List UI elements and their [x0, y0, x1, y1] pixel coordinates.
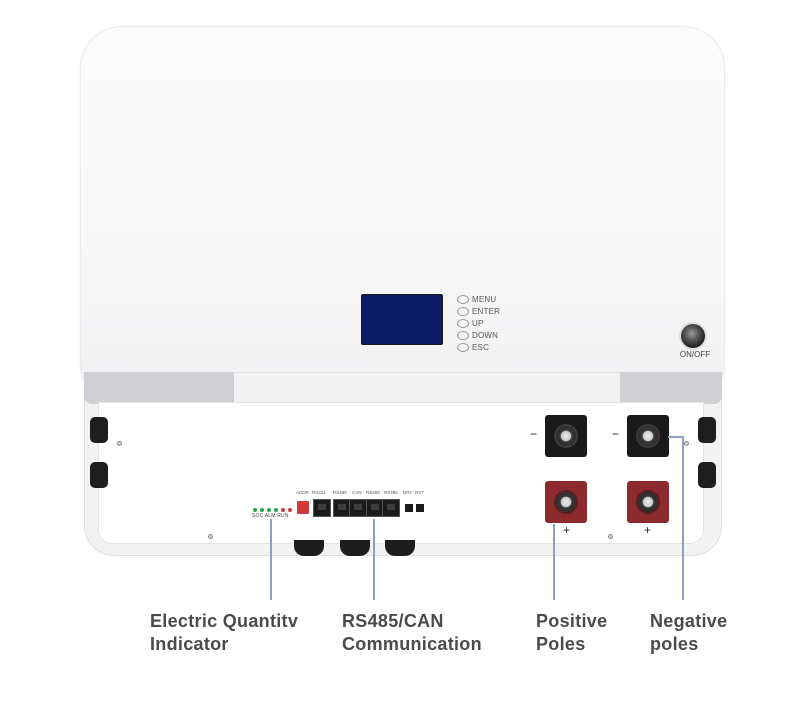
- button-dot-icon: [457, 306, 469, 316]
- soc-led-icon: [253, 508, 257, 512]
- port-label-rst: RST: [415, 490, 424, 495]
- led-caption: SOC ALM RUN: [252, 513, 289, 519]
- down-button[interactable]: DOWN: [457, 329, 498, 341]
- port-label-rs485-2: RS485: [366, 490, 380, 495]
- connector-panel: [98, 402, 704, 544]
- callout-indicator: Electric Quantitv Indicator: [150, 610, 298, 656]
- negative-terminal-2[interactable]: [627, 415, 669, 457]
- cable-gland-icon: [294, 540, 324, 556]
- port-label-rs485: RS485: [333, 490, 347, 495]
- leader-line-positive: [553, 524, 555, 600]
- cable-gland-icon: [385, 540, 415, 556]
- terminal-ring-icon: [638, 492, 658, 512]
- port-label-addr: ADDR: [296, 490, 309, 495]
- callout-negative-line1: Negative: [650, 611, 728, 631]
- enter-button-label: ENTER: [472, 306, 501, 316]
- soc-led-icon: [260, 508, 264, 512]
- power-button[interactable]: [681, 324, 705, 348]
- menu-button-label: MENU: [472, 294, 497, 304]
- cable-gland-icon: [340, 540, 370, 556]
- power-button-label: ON/OFF: [679, 350, 711, 359]
- leader-line-negative: [682, 436, 684, 600]
- down-button-label: DOWN: [472, 330, 499, 340]
- reset-button[interactable]: [416, 504, 424, 512]
- esc-button-label: ESC: [472, 342, 490, 352]
- terminal-ring-icon: [638, 426, 658, 446]
- dry-contact-port[interactable]: [405, 504, 413, 512]
- negative-sign-left: −: [530, 427, 538, 441]
- rs485-port-3[interactable]: [382, 499, 400, 517]
- button-dot-icon: [457, 330, 469, 340]
- terminal-ring-icon: [556, 426, 576, 446]
- callout-indicator-line1: Electric Quantitv: [150, 611, 299, 631]
- port-label-rs485-3: RS485: [384, 490, 398, 495]
- button-dot-icon: [457, 318, 469, 328]
- positive-terminal-2[interactable]: [627, 481, 669, 523]
- button-dot-icon: [457, 342, 469, 352]
- cable-gland-icon: [698, 417, 716, 443]
- callout-positive-line1: Positive: [536, 611, 608, 631]
- callout-negative: Negative poles: [650, 610, 727, 656]
- leader-line-indicator: [270, 519, 272, 600]
- negative-terminal-1[interactable]: [545, 415, 587, 457]
- screw-icon: [208, 534, 213, 539]
- leader-line-communication: [373, 519, 375, 600]
- base-groove-right: [620, 372, 722, 404]
- callout-indicator-line2: Indicator: [150, 634, 229, 654]
- up-button-label: UP: [472, 318, 484, 328]
- run-led-icon: [288, 508, 292, 512]
- up-button[interactable]: UP: [457, 317, 484, 329]
- cable-gland-icon: [90, 417, 108, 443]
- alarm-led-icon: [281, 508, 285, 512]
- button-dot-icon: [457, 294, 469, 304]
- base-groove-left: [84, 372, 234, 404]
- callout-negative-line2: poles: [650, 634, 699, 654]
- callout-communication-line2: Communication: [342, 634, 482, 654]
- soc-led-icon: [274, 508, 278, 512]
- lcd-display: [361, 294, 443, 345]
- screw-icon: [684, 441, 689, 446]
- callout-positive: Positive Poles: [536, 610, 607, 656]
- positive-terminal-1[interactable]: [545, 481, 587, 523]
- leader-line-negative-elbow: [668, 436, 682, 438]
- screw-icon: [117, 441, 122, 446]
- negative-sign-right: −: [612, 427, 620, 441]
- soc-led-icon: [267, 508, 271, 512]
- cable-gland-icon: [90, 462, 108, 488]
- enter-button[interactable]: ENTER: [457, 305, 500, 317]
- cable-gland-icon: [698, 462, 716, 488]
- port-label-dry: DRY: [403, 490, 413, 495]
- port-label-rs232: RS232: [312, 490, 326, 495]
- can-port[interactable]: [349, 499, 367, 517]
- port-label-can: CAN: [352, 490, 362, 495]
- rs232-port[interactable]: [313, 499, 331, 517]
- positive-sign-left: +: [563, 523, 571, 537]
- menu-button[interactable]: MENU: [457, 293, 496, 305]
- terminal-ring-icon: [556, 492, 576, 512]
- callout-communication-line1: RS485/CAN: [342, 611, 444, 631]
- esc-button[interactable]: ESC: [457, 341, 489, 353]
- positive-sign-right: +: [644, 523, 652, 537]
- address-dip-switch[interactable]: [297, 501, 309, 514]
- screw-icon: [608, 534, 613, 539]
- callout-positive-line2: Poles: [536, 634, 586, 654]
- callout-communication: RS485/CAN Communication: [342, 610, 482, 656]
